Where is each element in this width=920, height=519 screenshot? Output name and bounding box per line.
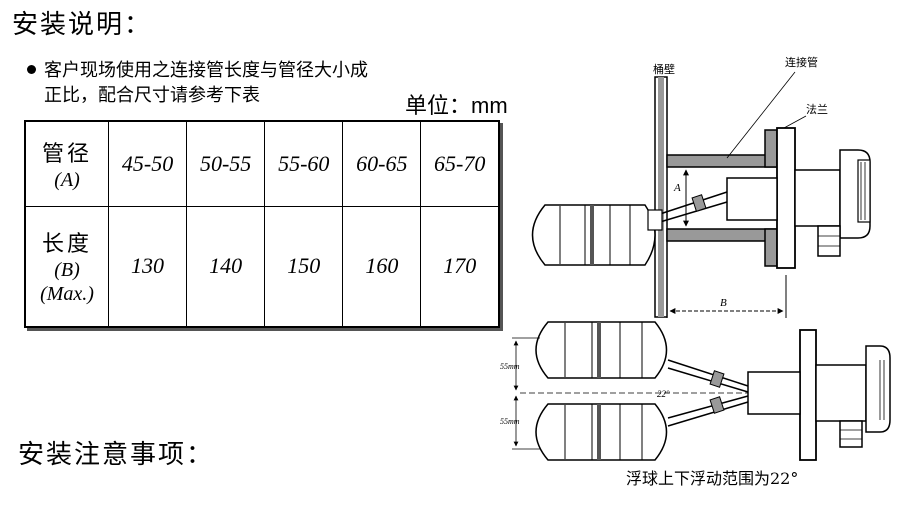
dim-55-top: 55mm	[500, 362, 520, 371]
bullet-dot	[27, 65, 36, 74]
switch-body	[726, 149, 871, 257]
section-title-instructions: 安装说明：	[12, 10, 153, 40]
leader-pipe	[726, 71, 796, 159]
dim-b-label: B	[720, 297, 727, 309]
table-row-length: 长度 (B) (Max.) 130 140 150 160 170	[24, 205, 500, 328]
angle-label: 22°	[657, 389, 670, 399]
dim-a-label: A	[673, 182, 681, 194]
row-header-diameter: 管径 (A)	[24, 120, 109, 207]
upper-float-ball	[535, 321, 749, 393]
table-cell: 65-70	[420, 120, 500, 207]
row-header-length-zh: 长度	[41, 232, 92, 258]
dim-55-bottom: 55mm	[500, 417, 520, 426]
connecting-pipe	[666, 129, 778, 267]
table-row-diameter: 管径 (A) 45-50 50-55 55-60 60-65 65-70	[24, 120, 500, 207]
row-header-length: 长度 (B) (Max.)	[24, 205, 109, 328]
float-ball	[531, 204, 663, 266]
dimension-b: B	[666, 275, 787, 318]
table-cell: 150	[264, 205, 344, 328]
table-cell: 140	[186, 205, 266, 328]
label-tank-wall: 桶壁	[653, 62, 675, 76]
diameter-value: 55-60	[278, 150, 330, 176]
leader-flange	[783, 115, 807, 129]
row-header-length-en1: (B)	[54, 259, 80, 282]
dimension-a: A	[673, 169, 689, 227]
table-cell: 45-50	[107, 120, 188, 207]
intro-text-line2: 正比，配合尺寸请参考下表	[44, 85, 260, 106]
unit-label: 单位：mm	[405, 93, 508, 118]
label-flange: 法兰	[806, 102, 828, 116]
table-cell: 130	[107, 205, 188, 328]
table-cell: 55-60	[264, 120, 344, 207]
length-value: 130	[131, 253, 165, 279]
lower-switch-body	[747, 345, 891, 448]
table-cell: 60-65	[342, 120, 422, 207]
intro-text-line1: 客户现场使用之连接管长度与管径大小成	[44, 60, 368, 81]
length-value: 140	[209, 253, 243, 279]
section-title-precautions: 安装注意事项：	[18, 440, 215, 470]
diameter-value: 50-55	[199, 150, 252, 176]
lower-float-ball	[535, 395, 749, 461]
dimension-table: 管径 (A) 45-50 50-55 55-60 60-65 65-70 长度 …	[24, 120, 500, 328]
row-header-length-en2: (Max.)	[40, 283, 94, 306]
diameter-value: 60-65	[356, 150, 408, 176]
flange	[776, 127, 796, 269]
table-cell: 170	[420, 205, 500, 328]
length-value: 150	[287, 253, 321, 279]
length-value: 160	[365, 253, 399, 279]
length-value: 170	[443, 253, 477, 279]
lower-flange	[799, 329, 817, 461]
row-header-diameter-en: (A)	[54, 168, 80, 191]
diameter-value: 65-70	[434, 150, 486, 176]
diagram-caption: 浮球上下浮动范围为22°	[626, 469, 798, 488]
row-header-diameter-zh: 管径	[41, 141, 92, 167]
label-connecting-pipe: 连接管	[785, 55, 818, 69]
dimension-55mm: 55mm 55mm	[500, 337, 540, 450]
table-cell: 50-55	[186, 120, 266, 207]
table-cell: 160	[342, 205, 422, 328]
float-rod	[659, 191, 728, 223]
diameter-value: 45-50	[121, 150, 174, 176]
tank-wall	[654, 76, 668, 318]
